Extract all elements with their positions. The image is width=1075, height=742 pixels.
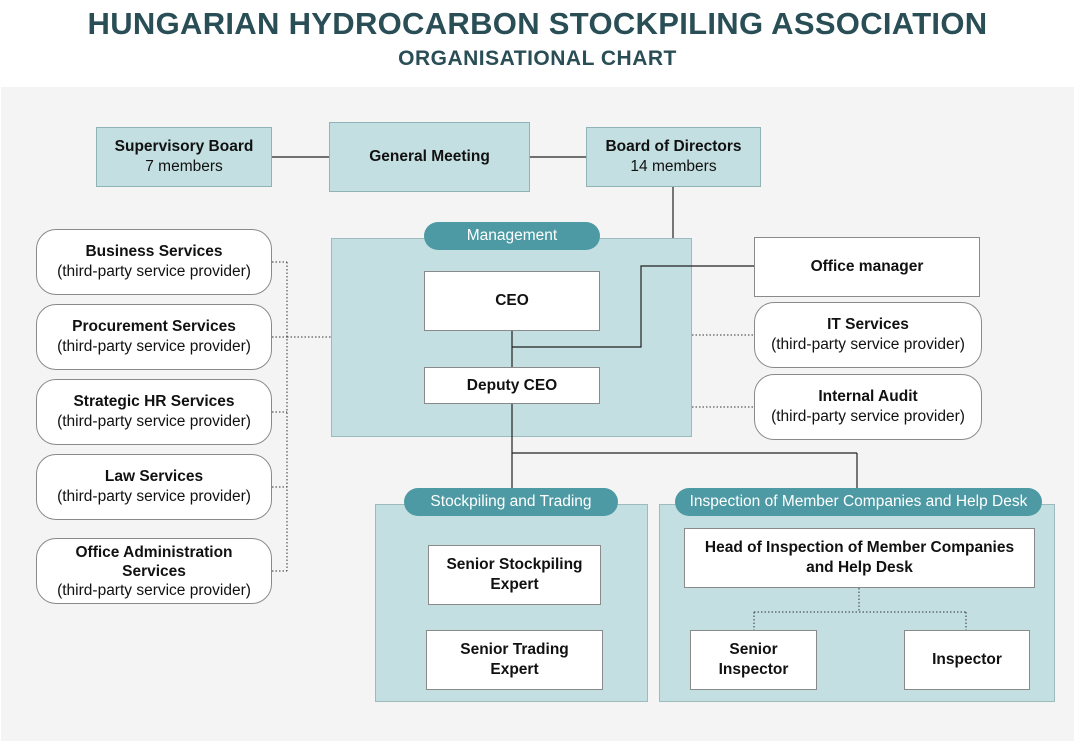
senior-inspector-title: Senior Inspector <box>718 641 789 678</box>
senior-trading-expert-title: Senior Trading Expert <box>460 641 569 678</box>
business-services-detail: (third-party service provider) <box>57 263 251 280</box>
board-of-directors-box: Board of Directors 14 members <box>586 127 761 187</box>
business-services-box: Business Services (third-party service p… <box>36 229 272 295</box>
procurement-services-box: Procurement Services (third-party servic… <box>36 304 272 370</box>
board-of-directors-members: 14 members <box>630 158 717 175</box>
supervisory-board-box: Supervisory Board 7 members <box>96 127 272 187</box>
office-manager-title: Office manager <box>810 258 924 275</box>
inspection-label: Inspection of Member Companies and Help … <box>675 488 1042 516</box>
business-services-name: Business Services <box>85 243 223 260</box>
law-services-box: Law Services (third-party service provid… <box>36 454 272 520</box>
strategic-hr-services-name: Strategic HR Services <box>73 393 235 410</box>
law-services-name: Law Services <box>104 468 204 485</box>
internal-audit-name: Internal Audit <box>818 388 918 405</box>
it-services-name: IT Services <box>827 316 909 333</box>
office-administration-services-box: Office Administration Services (third-pa… <box>36 538 272 604</box>
deputy-ceo-title: Deputy CEO <box>466 376 558 394</box>
internal-audit-detail: (third-party service provider) <box>771 408 965 425</box>
office-administration-services-detail: (third-party service provider) <box>57 581 251 599</box>
office-administration-services-name: Office Administration Services <box>75 543 233 580</box>
law-services-detail: (third-party service provider) <box>57 488 251 505</box>
board-of-directors-name: Board of Directors <box>605 138 742 155</box>
deputy-ceo-box: Deputy CEO <box>424 367 600 404</box>
senior-trading-expert-box: Senior Trading Expert <box>426 630 603 690</box>
it-services-box: IT Services (third-party service provide… <box>754 302 982 368</box>
general-meeting-box: General Meeting <box>329 122 530 192</box>
general-meeting-name: General Meeting <box>369 148 490 165</box>
connector-office-manager <box>512 265 754 348</box>
internal-audit-box: Internal Audit (third-party service prov… <box>754 374 982 440</box>
chart-subtitle: ORGANISATIONAL CHART <box>398 47 677 70</box>
ceo-title: CEO <box>495 292 529 309</box>
strategic-hr-services-box: Strategic HR Services (third-party servi… <box>36 379 272 445</box>
chart-title: HUNGARIAN HYDROCARBON STOCKPILING ASSOCI… <box>87 6 988 41</box>
inspector-box: Inspector <box>904 630 1030 690</box>
head-of-inspection-title: Head of Inspection of Member Companies a… <box>704 539 1015 576</box>
inspector-title: Inspector <box>932 651 1002 668</box>
stockpiling-label: Stockpiling and Trading <box>404 488 618 516</box>
procurement-services-detail: (third-party service provider) <box>57 338 251 355</box>
strategic-hr-services-detail: (third-party service provider) <box>57 413 251 430</box>
management-label: Management <box>424 222 600 250</box>
ceo-box: CEO <box>424 271 600 331</box>
head-of-inspection-box: Head of Inspection of Member Companies a… <box>684 528 1035 588</box>
supervisory-board-name: Supervisory Board <box>114 138 254 155</box>
office-manager-box: Office manager <box>754 237 980 297</box>
senior-inspector-box: Senior Inspector <box>690 630 817 690</box>
senior-stockpiling-expert-title: Senior Stockpiling Expert <box>446 556 583 593</box>
it-services-detail: (third-party service provider) <box>771 336 965 353</box>
supervisory-board-members: 7 members <box>145 158 223 175</box>
senior-stockpiling-expert-box: Senior Stockpiling Expert <box>428 545 601 605</box>
procurement-services-name: Procurement Services <box>72 318 236 335</box>
